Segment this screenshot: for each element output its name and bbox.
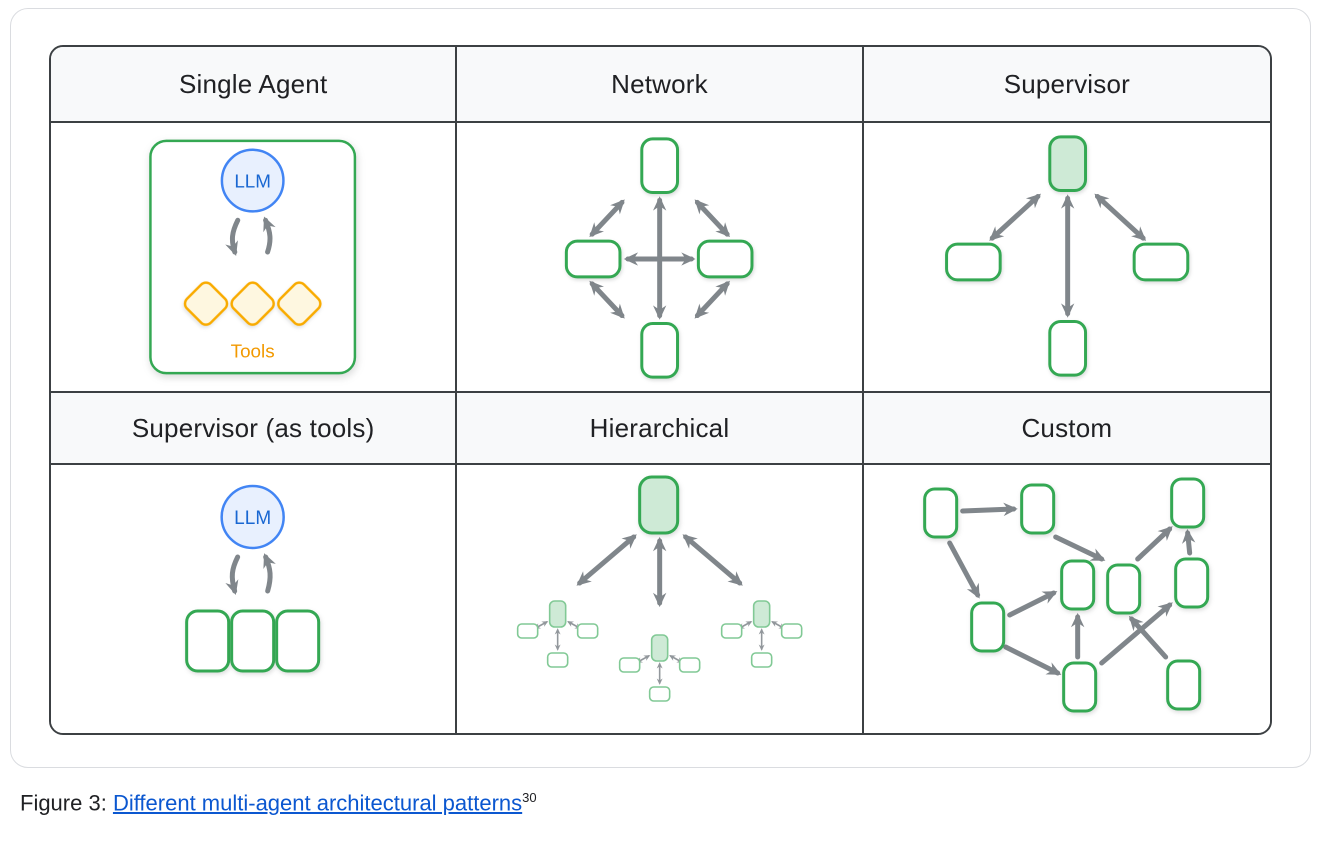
- hierarchical-diagram: [457, 475, 861, 733]
- header-cell-network: Network: [457, 47, 864, 123]
- agent-node: [1173, 557, 1209, 609]
- diagram-cell-single-agent: LLM Tools: [51, 123, 458, 393]
- tool-agent-node: [185, 609, 231, 673]
- agent-node: [1019, 483, 1055, 535]
- caption-link[interactable]: Different multi-agent architectural patt…: [113, 790, 522, 815]
- flow-arrow: [1181, 528, 1196, 556]
- tool-diamond: [230, 281, 275, 326]
- agent-node: [565, 239, 622, 279]
- agent-node: [697, 239, 754, 279]
- agent-node: [1047, 320, 1087, 377]
- caption-link-text: Different multi-agent architectural patt…: [112, 790, 523, 816]
- tools-label: Tools: [231, 340, 275, 361]
- flow-arrow: [1098, 602, 1173, 666]
- header-label-supervisor: Supervisor: [1003, 68, 1130, 99]
- subteam-cluster: [620, 635, 700, 701]
- up-arrow: [263, 553, 276, 594]
- tool-diamonds: [183, 281, 322, 326]
- diagram-cell-supervisor: [863, 123, 1270, 393]
- llm-label: LLM: [234, 171, 271, 192]
- flow-arrow: [694, 199, 731, 238]
- pattern-table: Single Agent Network Supervisor LLM Tool…: [49, 45, 1272, 735]
- header-cell-custom: Custom: [863, 393, 1270, 465]
- subteam-cluster: [518, 601, 598, 667]
- header-label-custom: Custom: [1021, 412, 1113, 443]
- agent-node: [1061, 661, 1097, 713]
- diagram-cell-supervisor-as-tools: LLM: [51, 465, 458, 733]
- supervisor-diagram: [944, 135, 1189, 377]
- flow-arrow: [1094, 193, 1146, 241]
- header-cell-single-agent: Single Agent: [51, 47, 458, 123]
- llm-label: LLM: [234, 508, 271, 529]
- flow-arrow: [1128, 615, 1168, 660]
- agent-node: [1169, 477, 1205, 529]
- custom-diagram: [922, 477, 1209, 713]
- flow-arrow: [1052, 534, 1106, 562]
- agent-node: [1059, 559, 1095, 611]
- agent-node: [1132, 242, 1189, 282]
- top-supervisor-node: [638, 475, 680, 535]
- up-arrow: [263, 216, 276, 255]
- single-agent-diagram: LLM Tools: [149, 139, 357, 375]
- down-arrow: [225, 217, 241, 256]
- agent-node: [922, 487, 958, 539]
- agent-node: [969, 601, 1005, 653]
- header-label-supervisor-as-tools: Supervisor (as tools): [131, 412, 375, 443]
- tool-diamond: [183, 281, 229, 326]
- llm-node: [220, 148, 285, 213]
- agent-node: [944, 242, 1002, 282]
- figure-panel: Single Agent Network Supervisor LLM Tool…: [10, 8, 1311, 768]
- tool-agent-node: [230, 609, 276, 673]
- flow-arrow: [1006, 590, 1058, 618]
- down-arrow: [225, 554, 241, 596]
- supervisor-node: [1047, 135, 1087, 192]
- caption-footnote-marker: 30: [522, 790, 537, 805]
- flow-arrow: [589, 280, 626, 319]
- subteam-cluster: [722, 601, 802, 667]
- agent-node: [640, 322, 680, 379]
- tool-agent-node: [275, 609, 321, 673]
- diagram-cell-custom: [863, 465, 1270, 733]
- supervisor-as-tools-diagram: LLM: [185, 484, 321, 673]
- flow-arrow: [946, 540, 980, 599]
- flow-arrow: [694, 280, 731, 319]
- diagram-cell-hierarchical: [457, 465, 864, 733]
- flow-arrow: [1002, 644, 1062, 676]
- header-cell-supervisor-as-tools: Supervisor (as tools): [51, 393, 458, 465]
- flow-arrow: [589, 199, 626, 238]
- llm-node: [220, 484, 285, 550]
- agent-node: [1105, 563, 1141, 615]
- flow-arrow: [576, 534, 638, 586]
- flow-arrow: [988, 193, 1041, 241]
- figure-caption: Figure 3: Different multi-agent architec…: [20, 790, 1321, 816]
- diagram-cell-network: [457, 123, 864, 393]
- tool-diamond: [277, 281, 322, 326]
- flow-arrow: [1134, 526, 1173, 562]
- header-label-hierarchical: Hierarchical: [589, 412, 730, 443]
- caption-prefix: Figure 3:: [20, 790, 113, 816]
- header-label-network: Network: [611, 68, 708, 99]
- header-cell-supervisor: Supervisor: [863, 47, 1270, 123]
- network-diagram: [565, 137, 754, 379]
- flow-arrow: [682, 534, 744, 586]
- flow-arrow: [959, 502, 1018, 517]
- header-cell-hierarchical: Hierarchical: [457, 393, 864, 465]
- agent-node: [1165, 659, 1201, 711]
- agent-node: [640, 137, 680, 194]
- header-label-single-agent: Single Agent: [178, 68, 328, 99]
